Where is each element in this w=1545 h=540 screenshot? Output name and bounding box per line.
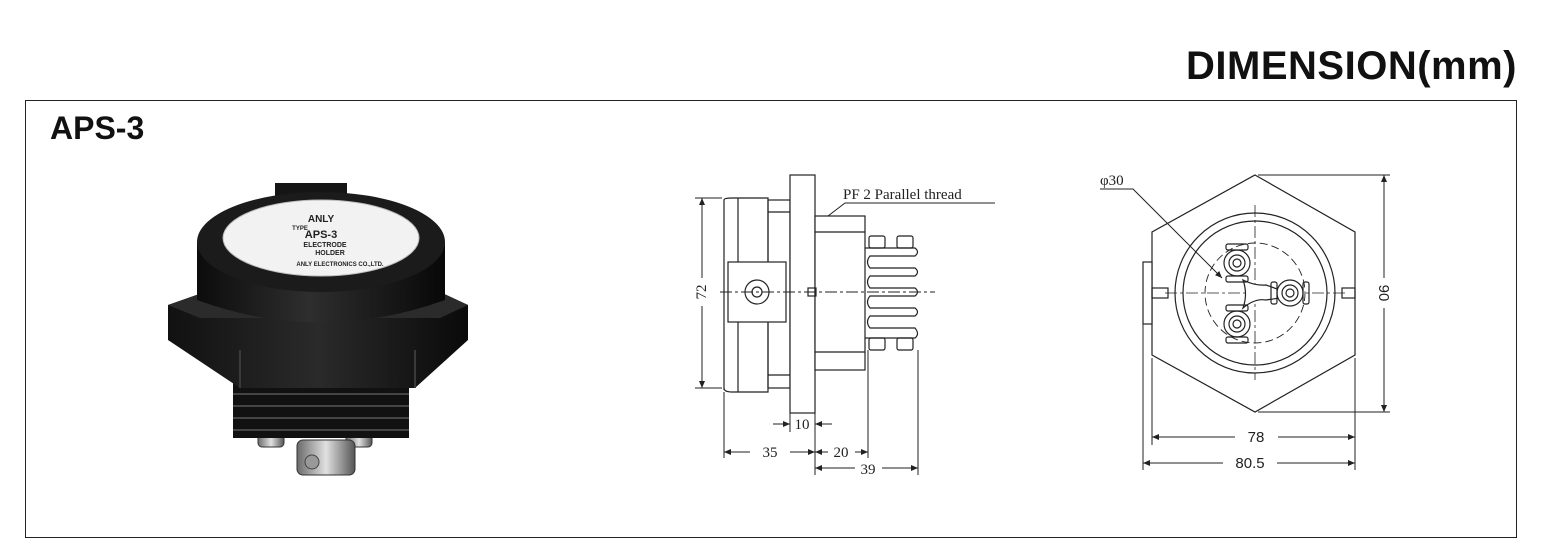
dim-height-72: 72 <box>694 285 710 300</box>
dim-width-80-5: 80.5 <box>1235 455 1264 472</box>
model-name: APS-3 <box>50 110 145 146</box>
dim-20: 20 <box>834 445 849 461</box>
dim-width-78: 78 <box>1248 429 1265 446</box>
label-line: HOLDER <box>315 250 345 257</box>
dim-39: 39 <box>861 462 876 478</box>
label-line: ELECTRODE <box>303 242 347 249</box>
side-view-drawing <box>720 174 995 414</box>
page-title: DIMENSION(mm) <box>1186 44 1517 88</box>
label-line: ANLY ELECTRONICS CO.,LTD. <box>296 262 384 268</box>
front-view-drawing <box>1100 174 1356 413</box>
dim-10: 10 <box>795 417 810 433</box>
dimension-frame <box>25 100 1517 538</box>
thread-note: PF 2 Parallel thread <box>843 187 962 203</box>
dim-diameter: φ30 <box>1100 173 1124 189</box>
label-line: APS-3 <box>305 229 337 241</box>
product-photo: ANLY TYPE APS-3 ELECTRODE HOLDER ANLY EL… <box>168 183 468 476</box>
dim-height-90: 90 <box>1375 285 1392 302</box>
dim-35: 35 <box>763 445 778 461</box>
label-line: TYPE <box>292 226 308 232</box>
label-line: ANLY <box>308 214 335 225</box>
product-label: ANLY TYPE APS-3 ELECTRODE HOLDER ANLY EL… <box>292 214 384 268</box>
